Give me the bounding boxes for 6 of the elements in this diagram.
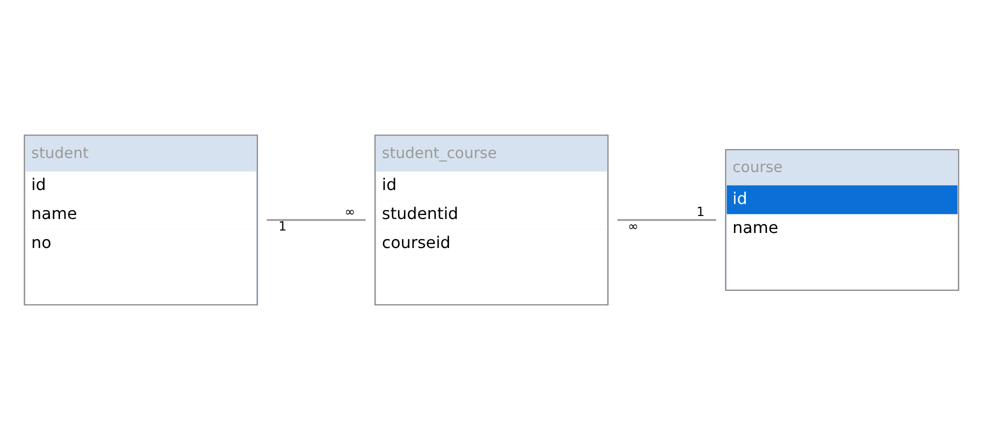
connector xyxy=(266,219,366,221)
label: ∞ xyxy=(627,218,638,234)
label: 1 xyxy=(696,204,704,219)
connector xyxy=(616,219,716,221)
label: ∞ xyxy=(344,204,355,219)
label: 1 xyxy=(278,218,286,234)
